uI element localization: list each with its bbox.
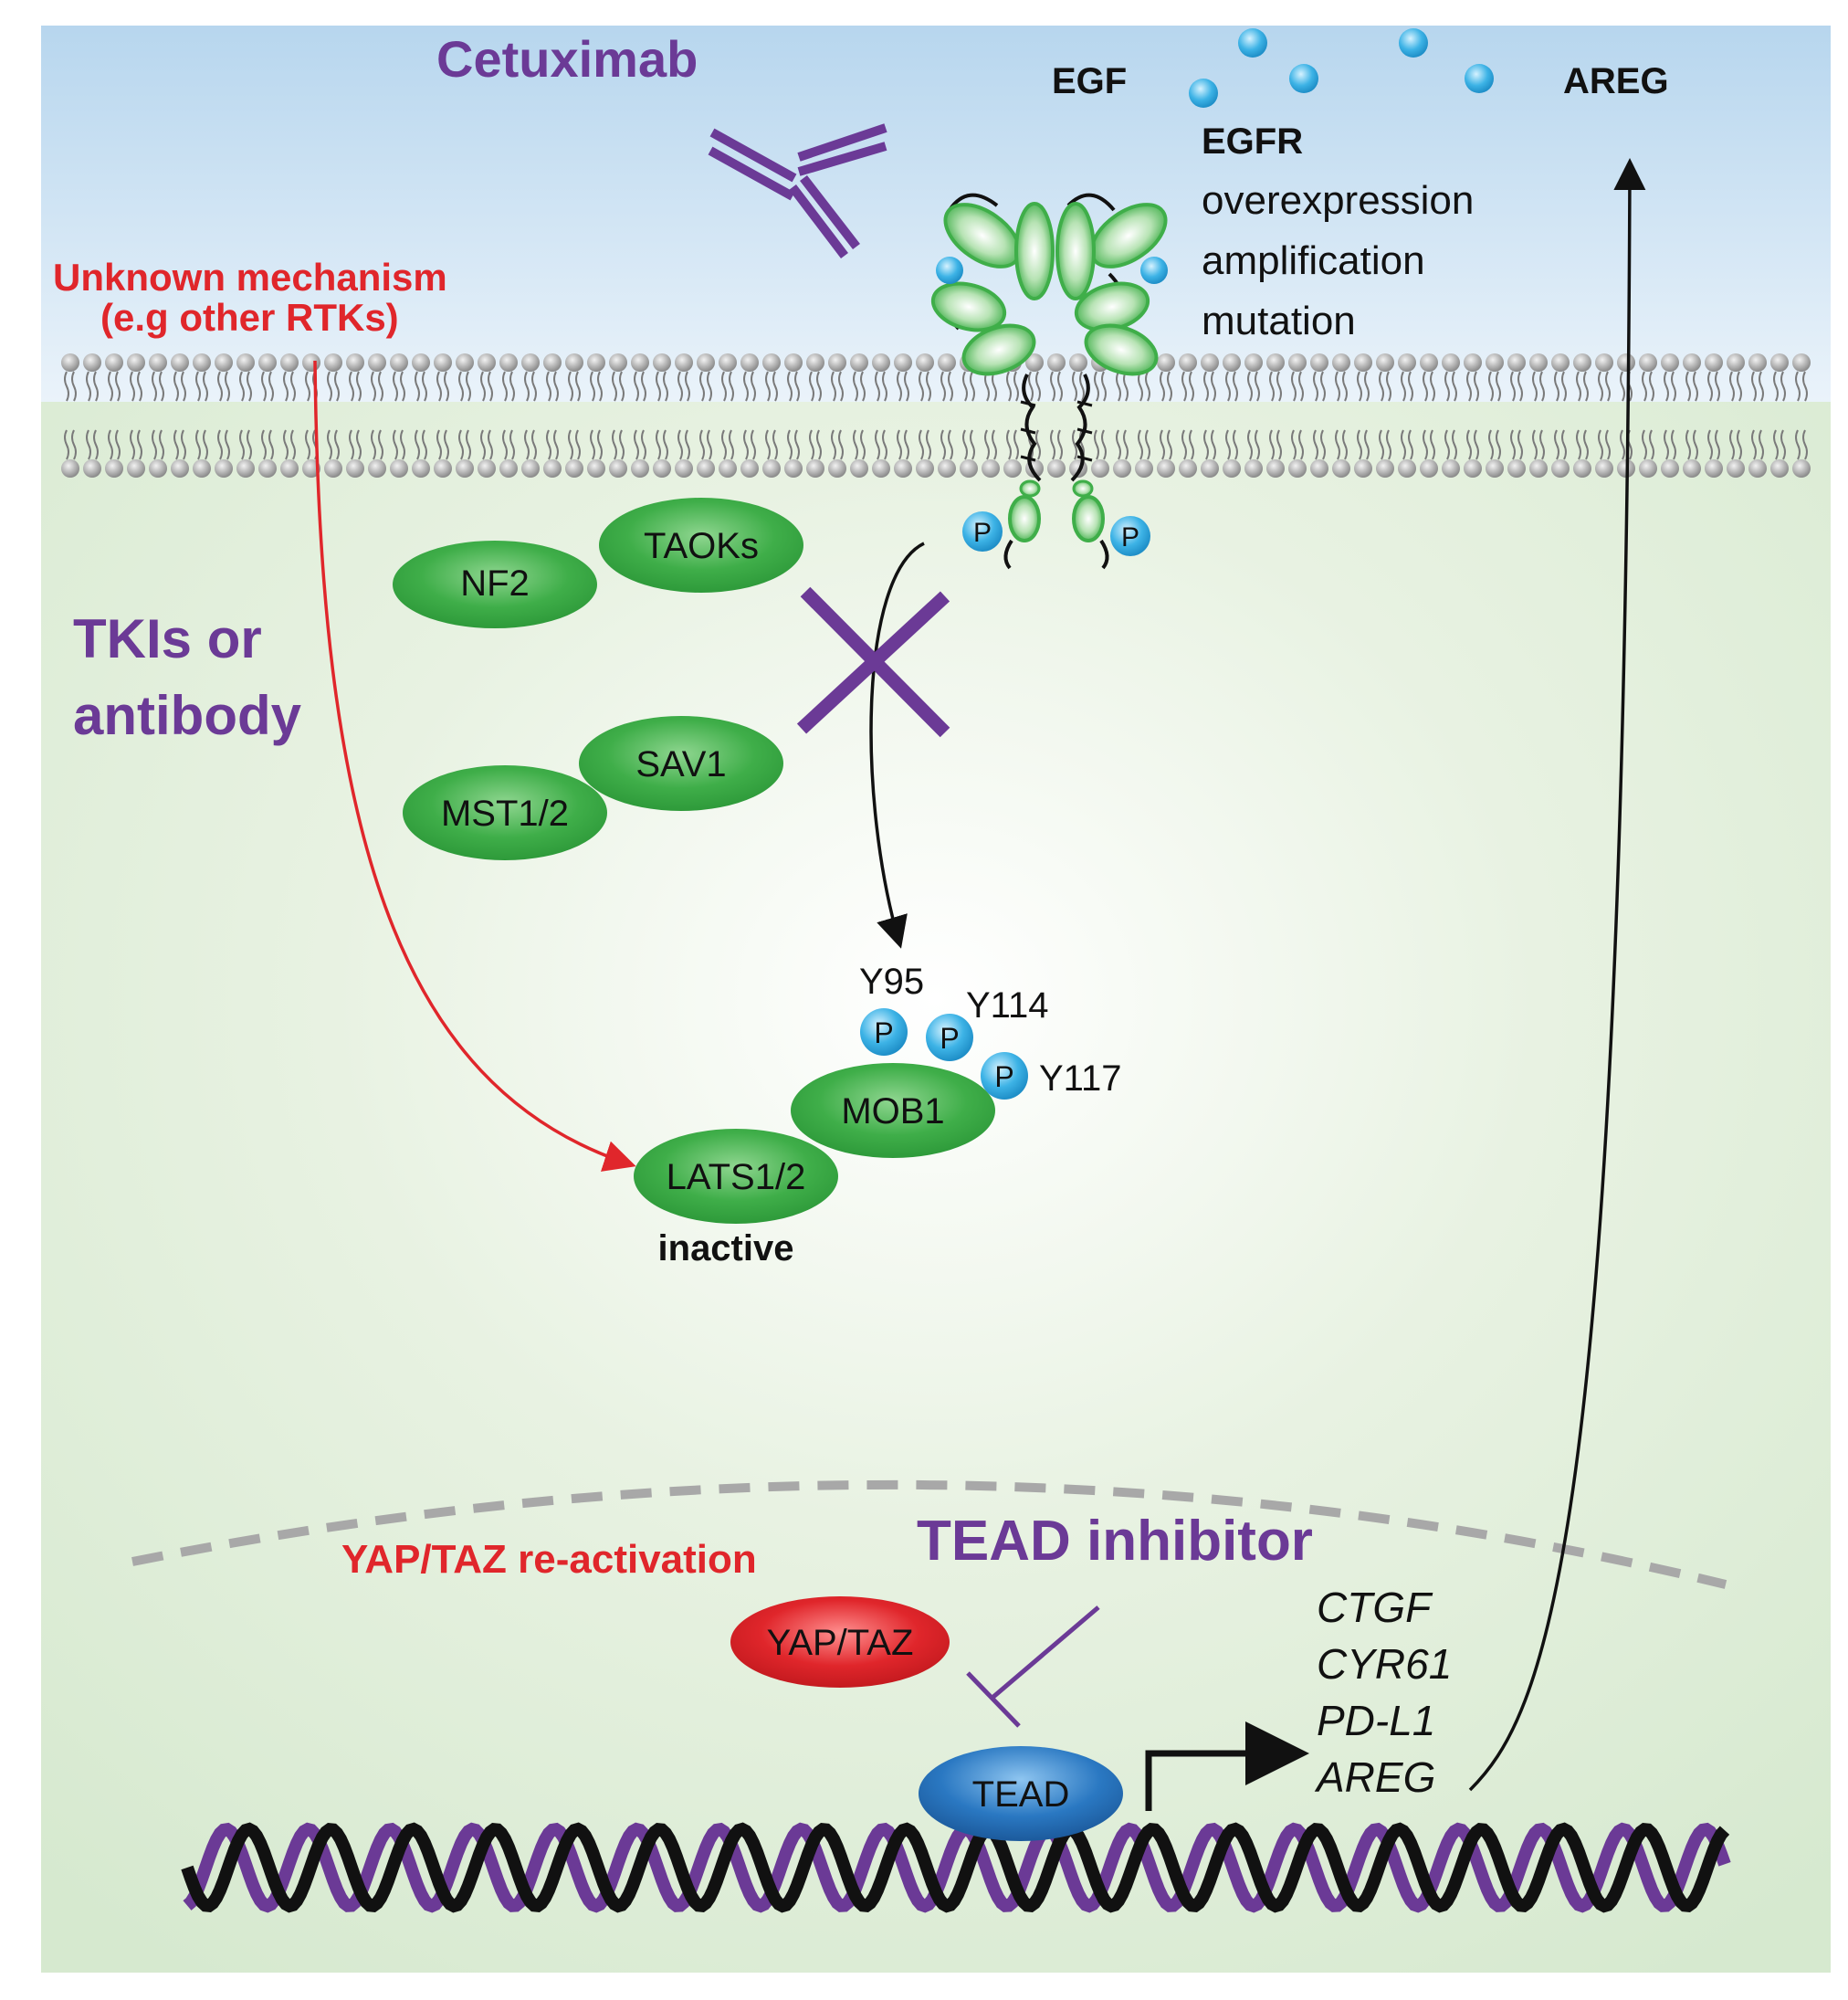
receptor-phospho-left: P bbox=[962, 511, 1003, 552]
egfr-alteration-2: amplification bbox=[1202, 238, 1425, 283]
yap-taz-protein: YAP/TAZ bbox=[730, 1596, 950, 1688]
ligand-icon bbox=[1289, 64, 1318, 93]
svg-text:YAP/TAZ: YAP/TAZ bbox=[767, 1623, 914, 1663]
inhibition-cross-icon bbox=[796, 586, 950, 738]
antibody-icon bbox=[708, 123, 887, 259]
receptor-phospho-right: P bbox=[1110, 516, 1150, 556]
egfr-alteration-1: overexpression bbox=[1202, 178, 1474, 223]
site-y95-label: Y95 bbox=[859, 962, 924, 1002]
site-y117-label: Y117 bbox=[1039, 1058, 1121, 1099]
mob1-phospho-y95: P bbox=[860, 1008, 908, 1056]
dna-helix-icon bbox=[181, 1822, 1731, 1913]
cetuximab-label: Cetuximab bbox=[436, 30, 698, 88]
svg-text:P: P bbox=[994, 1060, 1013, 1093]
target-gene-ctgf: CTGF bbox=[1317, 1584, 1433, 1631]
svg-text:SAV1: SAV1 bbox=[635, 744, 726, 784]
nuclear-envelope bbox=[131, 1479, 1727, 1589]
svg-text:LATS1/2: LATS1/2 bbox=[667, 1157, 806, 1197]
svg-text:P: P bbox=[1121, 522, 1139, 553]
taoks-protein: TAOKs bbox=[599, 498, 803, 593]
target-gene-areg: AREG bbox=[1314, 1753, 1435, 1801]
ligand-icon bbox=[1189, 79, 1218, 108]
svg-text:MOB1: MOB1 bbox=[841, 1091, 944, 1132]
svg-text:MST1/2: MST1/2 bbox=[441, 794, 569, 834]
target-gene-pdl1: PD-L1 bbox=[1317, 1697, 1435, 1744]
tead-inhibitor-label: TEAD inhibitor bbox=[917, 1510, 1313, 1573]
sav1-protein: SAV1 bbox=[579, 716, 783, 811]
svg-text:P: P bbox=[940, 1022, 959, 1055]
egfr-to-mob1-arrow bbox=[869, 542, 925, 949]
mob1-phospho-y117: P bbox=[981, 1052, 1028, 1100]
lats-state-label: inactive bbox=[658, 1228, 794, 1268]
lats-protein: LATS1/2 bbox=[634, 1129, 838, 1224]
target-gene-cyr61: CYR61 bbox=[1317, 1640, 1452, 1688]
cytoplasm bbox=[41, 402, 1831, 1973]
yap-reactivation-label: YAP/TAZ re-activation bbox=[341, 1537, 757, 1582]
svg-text:TAOKs: TAOKs bbox=[644, 526, 759, 566]
egf-label: EGF bbox=[1052, 61, 1127, 101]
egfr-receptor-icon bbox=[930, 193, 1168, 570]
egfr-alteration-3: mutation bbox=[1202, 299, 1356, 343]
tead-protein: TEAD bbox=[919, 1746, 1123, 1841]
transcription-arrow bbox=[1145, 1721, 1309, 1811]
target-gene-list: CTGF CYR61 PD-L1 AREG bbox=[1314, 1584, 1452, 1801]
svg-text:TEAD: TEAD bbox=[972, 1774, 1070, 1815]
mob1-phospho-y114: P bbox=[926, 1014, 973, 1061]
ligand-icon bbox=[1238, 28, 1267, 58]
ligand-icon bbox=[1465, 64, 1494, 93]
ligand-dots bbox=[1189, 28, 1494, 108]
svg-text:P: P bbox=[973, 518, 992, 548]
areg-feedback-arrow bbox=[1468, 158, 1646, 1792]
tkis-label-line2: antibody bbox=[73, 685, 302, 746]
bound-ligand-icon bbox=[1140, 257, 1168, 284]
svg-text:P: P bbox=[874, 1016, 893, 1049]
unknown-mechanism-line2: (e.g other RTKs) bbox=[100, 296, 399, 339]
egfr-label: EGFR bbox=[1202, 121, 1303, 162]
mob1-protein: MOB1 bbox=[791, 1063, 995, 1158]
tead-inhibition-bar bbox=[966, 1605, 1100, 1728]
unknown-mechanism-arrow bbox=[313, 360, 636, 1172]
nf2-protein: NF2 bbox=[393, 541, 597, 628]
site-y114-label: Y114 bbox=[966, 985, 1048, 1026]
bound-ligand-icon bbox=[936, 257, 963, 284]
svg-text:NF2: NF2 bbox=[460, 563, 530, 604]
areg-ligand-label: AREG bbox=[1563, 61, 1669, 101]
tkis-label-line1: TKIs or bbox=[73, 608, 262, 669]
mst-protein: MST1/2 bbox=[403, 765, 607, 860]
unknown-mechanism-line1: Unknown mechanism bbox=[53, 256, 447, 299]
ligand-icon bbox=[1399, 28, 1428, 58]
plasma-membrane bbox=[59, 352, 1812, 481]
